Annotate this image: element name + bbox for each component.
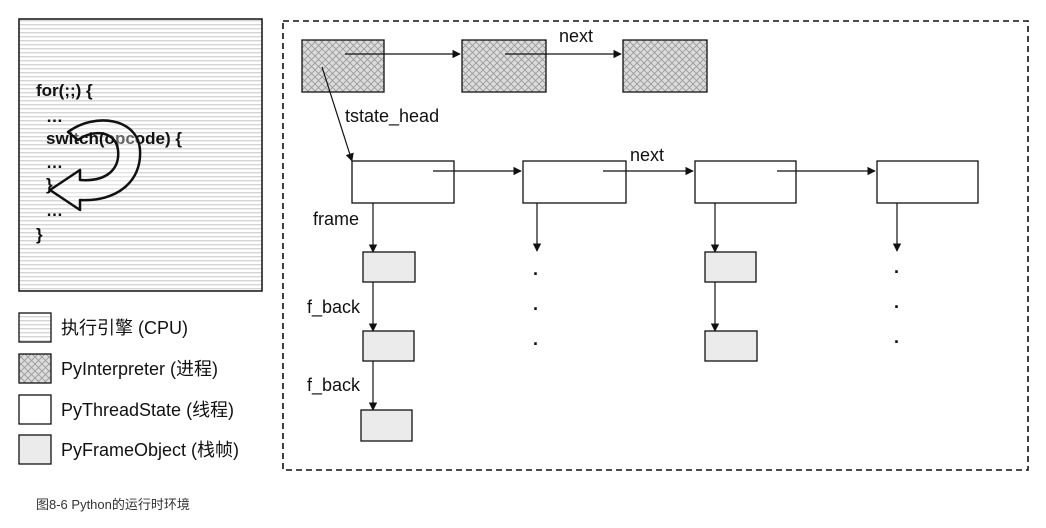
ellipsis-dot: . — [894, 327, 899, 347]
tstate-head-label: tstate_head — [345, 106, 439, 127]
ellipsis-dot: . — [533, 259, 538, 279]
loop-arrow-icon — [48, 119, 142, 212]
frame-box — [362, 251, 416, 283]
frame-box — [362, 330, 415, 362]
frame-box — [704, 251, 757, 283]
legend-swatch-striped — [18, 312, 52, 343]
next-label: next — [630, 145, 664, 165]
legend-swatch-gray — [18, 434, 52, 465]
legend-swatch-crosshatch — [18, 353, 52, 384]
legend-label-interpreter: PyInterpreter (进程) — [61, 359, 218, 379]
interpreter-box — [301, 39, 385, 93]
f-back-label: f_back — [307, 297, 361, 318]
f-back-label: f_back — [307, 375, 361, 396]
frame-label: frame — [313, 209, 359, 229]
legend-swatch-white — [18, 394, 52, 425]
interpreter-box — [622, 39, 708, 93]
code-line-for: for(;;) { — [36, 81, 93, 100]
interpreter-box — [461, 39, 547, 93]
threadstate-box — [694, 160, 797, 204]
frame-box — [360, 409, 413, 442]
threadstate-box — [351, 160, 455, 204]
frame-box — [704, 330, 758, 362]
ellipsis-dot: . — [894, 257, 899, 277]
threadstate-box — [876, 160, 979, 204]
legend: 执行引擎 (CPU) PyInterpreter (进程) PyThreadSt… — [18, 312, 239, 465]
code-line-ellipsis: … — [46, 201, 63, 220]
ellipsis-dot: . — [533, 329, 538, 349]
legend-label-frameobject: PyFrameObject (栈帧) — [61, 440, 239, 460]
cpu-code: for(;;) { … switch(opcode) { … } … } — [36, 81, 182, 244]
figure-caption: 图8-6 Python的运行时环境 — [36, 497, 190, 512]
tstate-head-arrow — [321, 66, 354, 162]
code-line-ellipsis: … — [46, 153, 63, 172]
legend-label-threadstate: PyThreadState (线程) — [61, 400, 234, 420]
runtime-container — [282, 20, 1029, 471]
code-line-close: } — [36, 225, 43, 244]
code-line-close: } — [46, 175, 53, 194]
legend-label-cpu: 执行引擎 (CPU) — [61, 318, 188, 338]
next-label: next — [559, 26, 593, 46]
threadstate-box — [522, 160, 627, 204]
ellipsis-dot: . — [533, 294, 538, 314]
ellipsis-dot: . — [894, 292, 899, 312]
code-line-ellipsis: … — [46, 107, 63, 126]
